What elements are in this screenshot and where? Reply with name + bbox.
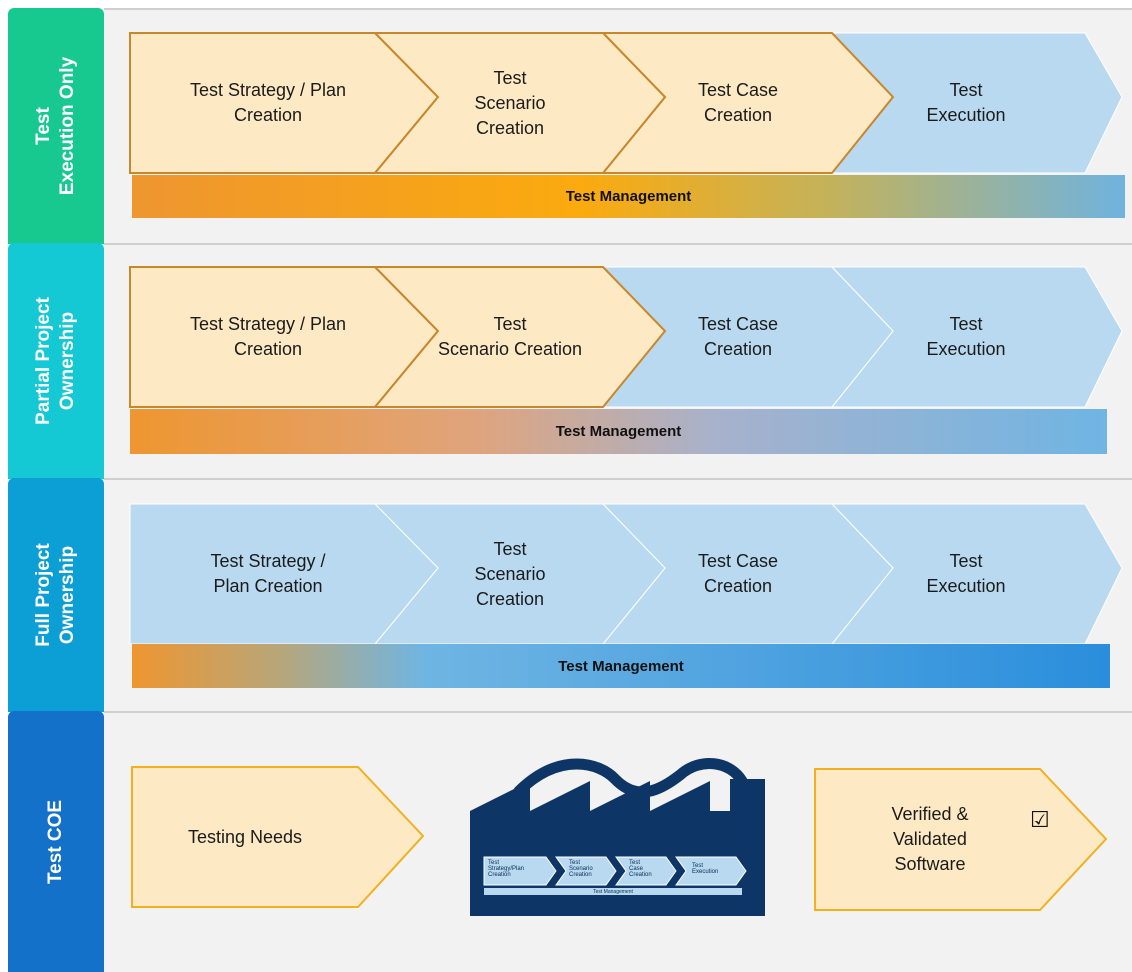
- row-partial-project-ownership: Partial Project Ownership Test Strategy …: [0, 243, 1132, 479]
- row-test-coe: Test COE Testing Needs Verified &Validat…: [0, 711, 1132, 972]
- testing-needs-label: Testing Needs: [187, 826, 303, 847]
- management-bar: [132, 175, 1125, 218]
- management-label: Test Management: [558, 657, 684, 675]
- mini-chevron-3: [615, 856, 677, 886]
- process-chevrons: [129, 503, 1123, 688]
- checkbox-icon: ☑: [1030, 808, 1050, 833]
- side-tab-test-coe: Test COE: [8, 711, 104, 972]
- row-test-execution-only: Test Execution Only Test Strategy / Plan…: [0, 8, 1132, 244]
- management-label: Test Management: [555, 423, 682, 440]
- management-bar: [130, 409, 1107, 454]
- side-tab-full-project-ownership: Full Project Ownership: [8, 478, 104, 712]
- side-tab-partial-project-ownership: Partial Project Ownership: [8, 243, 104, 479]
- mini-chevron-1: [483, 856, 557, 886]
- side-tab-test-execution-only: Test Execution Only: [8, 8, 104, 244]
- mini-chevron-4: [675, 856, 747, 886]
- row-full-project-ownership: Full Project Ownership Test Strategy /Pl…: [0, 478, 1132, 712]
- testing-needs-arrow: [131, 766, 425, 908]
- coe-graphics: [131, 758, 1108, 916]
- mini-management-bar: [484, 888, 742, 895]
- chevron-step-2: [372, 266, 667, 408]
- factory-icon: [470, 758, 765, 916]
- management-label: Test Management: [565, 188, 692, 205]
- process-chevrons: [129, 266, 1123, 454]
- management-bar: [132, 644, 1110, 688]
- mini-management-label: Test Management: [593, 889, 633, 895]
- verified-software-arrow: [814, 768, 1108, 911]
- chevron-step-2: [372, 32, 667, 174]
- step-label-strategy: Test Strategy /Plan Creation: [210, 551, 326, 596]
- chevron-step-1: [129, 503, 439, 645]
- process-chevrons: [129, 32, 1125, 218]
- mini-chevron-2: [555, 856, 617, 886]
